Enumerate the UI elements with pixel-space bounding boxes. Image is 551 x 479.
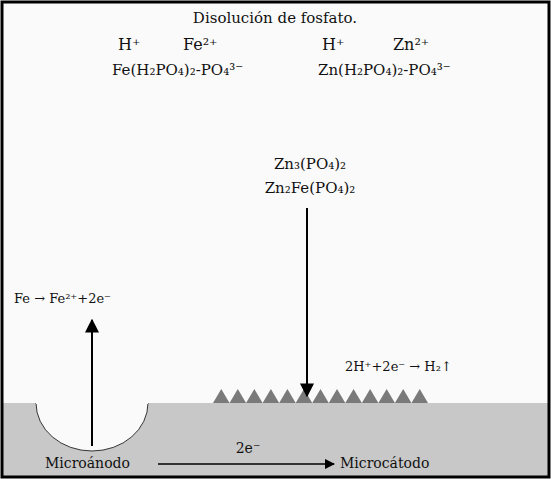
crystal <box>246 389 263 403</box>
deposit-formula: Zn₃(PO₄)₂ <box>274 156 346 173</box>
cathode-label: Microcátodo <box>340 455 429 471</box>
ion-label: H⁺ <box>118 36 140 54</box>
crystal <box>411 389 428 403</box>
crystal <box>263 389 280 403</box>
complex-formula: Zn(H₂PO₄)₂-PO₄³⁻ <box>318 62 451 79</box>
anode-arrow <box>91 320 93 446</box>
crystal <box>213 389 230 403</box>
crystal <box>345 389 362 403</box>
crystal <box>378 389 395 403</box>
metal-surface <box>2 403 549 477</box>
anode-label: Microánodo <box>45 455 130 471</box>
crystal <box>395 389 412 403</box>
crystal <box>279 389 296 403</box>
crystal <box>296 389 313 403</box>
title: Disolución de fosfato. <box>193 10 357 27</box>
electron-label: 2e⁻ <box>236 440 261 456</box>
ion-label: Zn²⁺ <box>393 36 429 54</box>
ion-label: Fe²⁺ <box>183 36 218 54</box>
deposit-arrow <box>306 208 308 396</box>
anode-reaction: Fe → Fe²⁺+2e⁻ <box>14 292 111 307</box>
cathode-reaction: 2H⁺+2e⁻ → H₂↑ <box>345 360 452 375</box>
deposit-formula: Zn₂Fe(PO₄)₂ <box>265 180 356 197</box>
ion-label: H⁺ <box>322 36 344 54</box>
crystal <box>230 389 247 403</box>
electron-arrow <box>158 463 334 465</box>
phosphate-crystals <box>213 389 428 403</box>
complex-formula: Fe(H₂PO₄)₂-PO₄³⁻ <box>112 62 243 79</box>
crystal <box>362 389 379 403</box>
crystal <box>312 389 329 403</box>
crystal <box>329 389 346 403</box>
